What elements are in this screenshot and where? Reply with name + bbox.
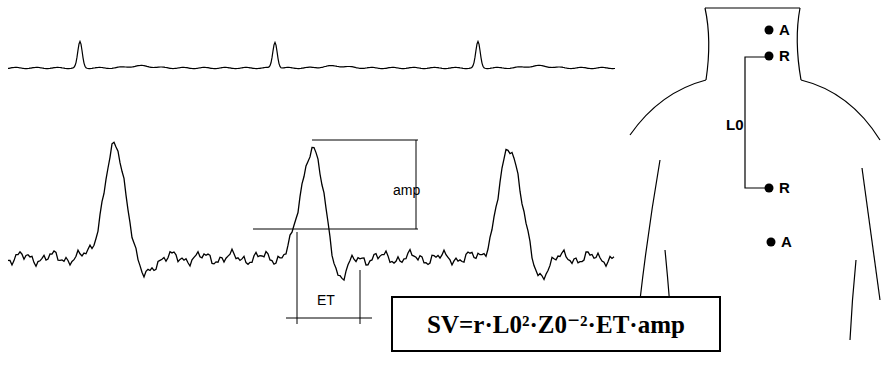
ejection-time-label: ET	[317, 293, 335, 307]
electrodes	[765, 26, 776, 247]
impedance-trace	[8, 142, 614, 280]
electrode-label: A	[781, 234, 792, 249]
electrode-label: R	[779, 48, 790, 63]
body-outline	[630, 8, 880, 340]
distance-label: L0	[726, 117, 744, 132]
ecg-trace	[8, 42, 615, 69]
formula-text: SV=r·L0²·Z0⁻²·ET·amp	[427, 310, 685, 339]
electrode-label: R	[779, 180, 790, 195]
electrode-label: A	[779, 22, 790, 37]
formula-box: SV=r·L0²·Z0⁻²·ET·amp	[391, 296, 721, 352]
amplitude-label: amp	[393, 183, 420, 197]
